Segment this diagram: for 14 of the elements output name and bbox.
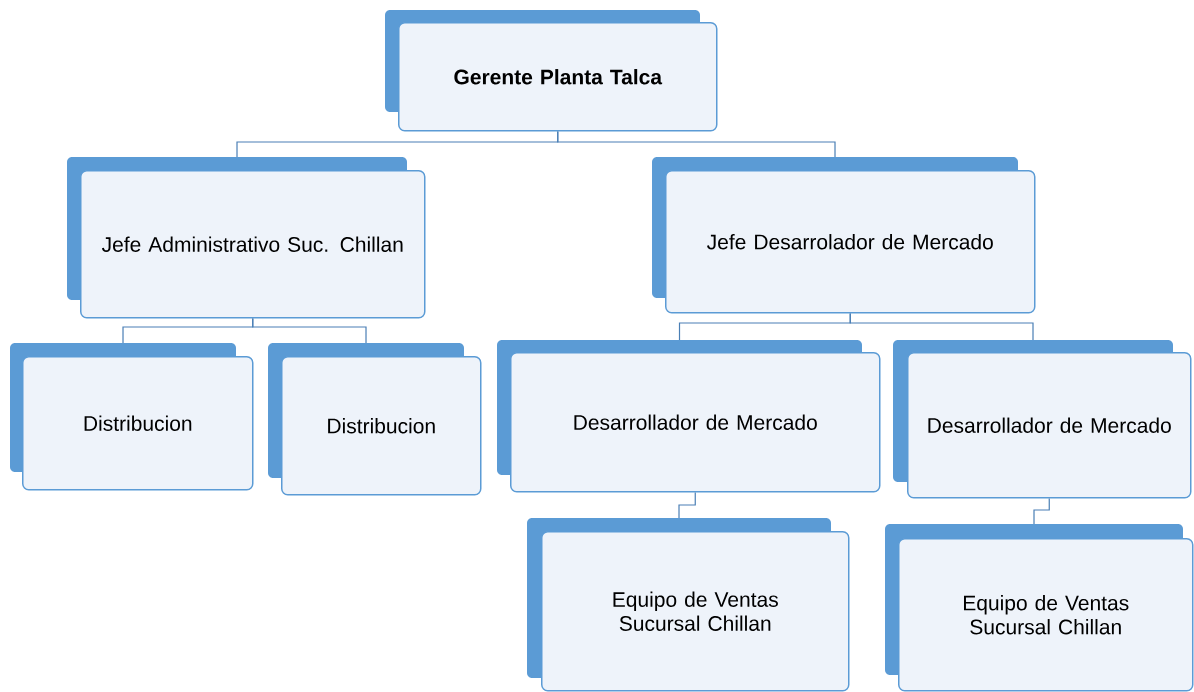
org-box: Distribucion — [268, 343, 482, 496]
org-box: Desarrollador de Mercado — [893, 340, 1192, 499]
connector-line — [557, 130, 836, 158]
connector-line — [1033, 497, 1050, 525]
org-box: Jefe Desarrolador de Mercado — [652, 157, 1036, 314]
org-box: Desarrollador de Mercado — [497, 340, 881, 493]
connector-line — [678, 491, 696, 519]
org-box: Equipo de Ventas Sucursal Chillan — [885, 524, 1194, 692]
org-box: Equipo de Ventas Sucursal Chillan — [527, 518, 850, 692]
org-box: Gerente Planta Talca — [385, 10, 718, 132]
connector-line — [849, 312, 1034, 341]
org-box: Jefe Administrativo Suc. Chillan — [67, 157, 426, 319]
org-box: Distribucion — [10, 343, 254, 491]
connector-line — [252, 317, 367, 344]
